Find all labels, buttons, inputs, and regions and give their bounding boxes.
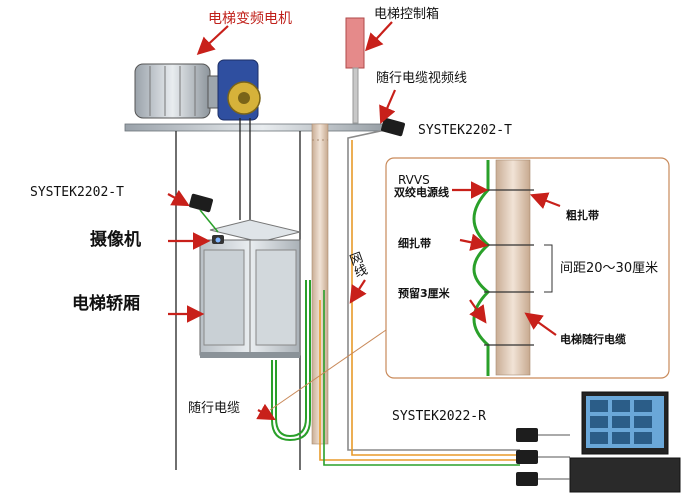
cable-routing: [319, 129, 520, 466]
elevator-car-icon: [199, 219, 301, 358]
detail-cable: 电梯随行电缆: [560, 333, 626, 346]
label-video-line: 随行电缆视频线: [376, 71, 468, 86]
transmitter-left-icon: [189, 193, 219, 233]
machine-beam: [124, 123, 401, 132]
label-motor: 电梯变频电机: [208, 11, 292, 27]
traveling-cable: [271, 280, 311, 442]
motor-icon: [134, 59, 261, 121]
label-camera: 摄像机: [90, 230, 141, 250]
receivers-icon: [516, 428, 570, 486]
transmitter-top-icon: [381, 117, 405, 137]
detail-thick-tie: 粗扎带: [566, 209, 599, 222]
label-tx-left: SYSTEK2202-T: [30, 185, 124, 200]
detail-thin-tie: 细扎带: [398, 237, 431, 250]
detail-dual-power: 双绞电源线: [394, 186, 449, 199]
detail-reserve: 预留3厘米: [398, 287, 450, 300]
detail-spacing: 间距20～30厘米: [560, 261, 659, 276]
label-traveling-cable: 随行电缆: [188, 401, 241, 416]
detail-rvvs: RVVS: [398, 173, 430, 187]
label-tx-top: SYSTEK2202-T: [418, 123, 512, 138]
control-box-icon: [345, 17, 365, 124]
monitor-icon: [569, 391, 681, 493]
arrow-icons: [167, 21, 561, 421]
label-car: 电梯轿厢: [72, 294, 140, 314]
label-rx: SYSTEK2022-R: [392, 409, 486, 424]
label-control-box: 电梯控制箱: [374, 7, 440, 22]
detail-panel: [269, 157, 670, 411]
camera-icon: [212, 235, 224, 244]
